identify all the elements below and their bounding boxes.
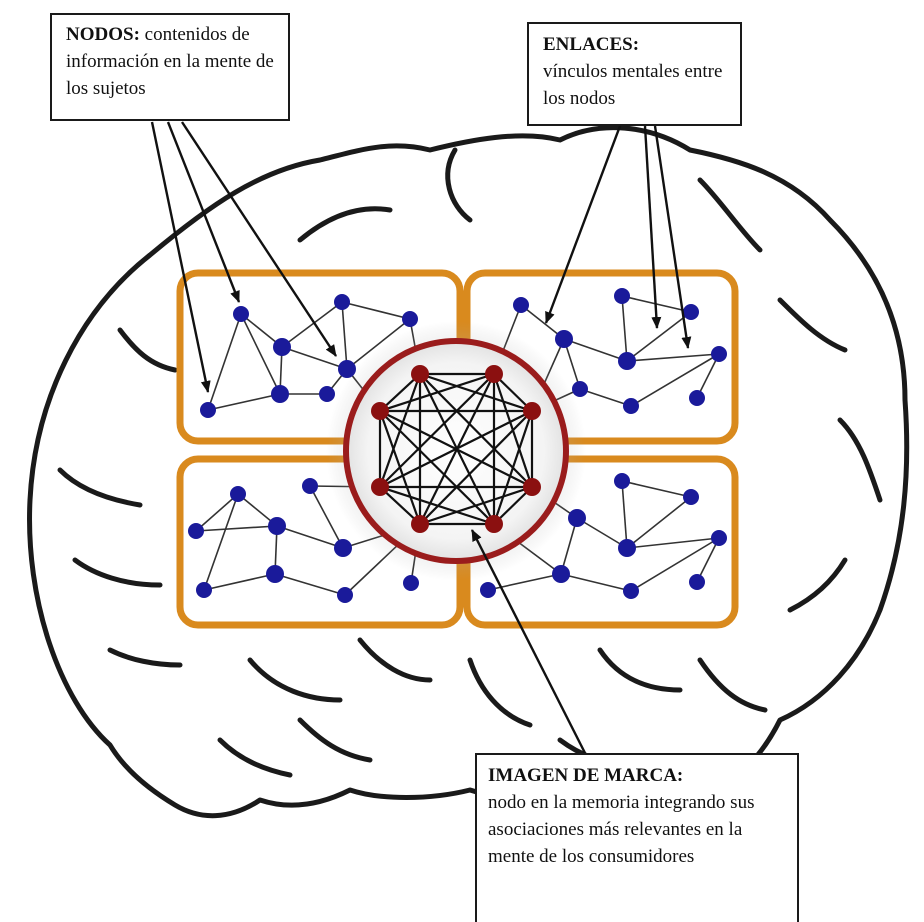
association-node	[319, 386, 335, 402]
association-node	[689, 574, 705, 590]
callout-enlaces: ENLACES: vínculos mentales entre los nod…	[527, 22, 742, 126]
association-node	[683, 489, 699, 505]
association-node	[480, 582, 496, 598]
brand-node	[411, 365, 429, 383]
association-node	[711, 530, 727, 546]
association-node	[572, 381, 588, 397]
brand-node	[371, 478, 389, 496]
association-node	[689, 390, 705, 406]
callout-enlaces-body: vínculos mentales entre los nodos	[543, 61, 722, 109]
association-node	[196, 582, 212, 598]
callout-enlaces-title: ENLACES:	[543, 34, 639, 55]
association-node	[618, 539, 636, 557]
association-node	[268, 517, 286, 535]
association-node	[403, 575, 419, 591]
callout-nodos-title: NODOS:	[66, 24, 140, 45]
brand-node	[523, 478, 541, 496]
association-node	[266, 565, 284, 583]
association-node	[334, 539, 352, 557]
brand-image-hub	[326, 321, 586, 581]
association-node	[552, 565, 570, 583]
association-node	[273, 338, 291, 356]
callout-imagen-title: IMAGEN DE MARCA:	[488, 765, 683, 786]
association-node	[233, 306, 249, 322]
association-node	[711, 346, 727, 362]
association-node	[188, 523, 204, 539]
association-node	[623, 583, 639, 599]
association-node	[614, 473, 630, 489]
association-node	[200, 402, 216, 418]
callout-imagen-body: nodo en la memoria integrando sus asocia…	[488, 792, 754, 867]
association-node	[683, 304, 699, 320]
callout-nodos: NODOS: contenidos de información en la m…	[50, 13, 290, 121]
association-node	[513, 297, 529, 313]
association-node	[623, 398, 639, 414]
brand-node	[485, 515, 503, 533]
association-node	[614, 288, 630, 304]
callout-imagen-de-marca: IMAGEN DE MARCA: nodo en la memoria inte…	[475, 753, 799, 922]
association-node	[337, 587, 353, 603]
brand-node	[371, 402, 389, 420]
association-node	[302, 478, 318, 494]
association-node	[402, 311, 418, 327]
brand-node	[411, 515, 429, 533]
brand-node	[523, 402, 541, 420]
brand-node	[485, 365, 503, 383]
association-node	[555, 330, 573, 348]
association-node	[230, 486, 246, 502]
association-node	[271, 385, 289, 403]
association-node	[334, 294, 350, 310]
association-node	[618, 352, 636, 370]
